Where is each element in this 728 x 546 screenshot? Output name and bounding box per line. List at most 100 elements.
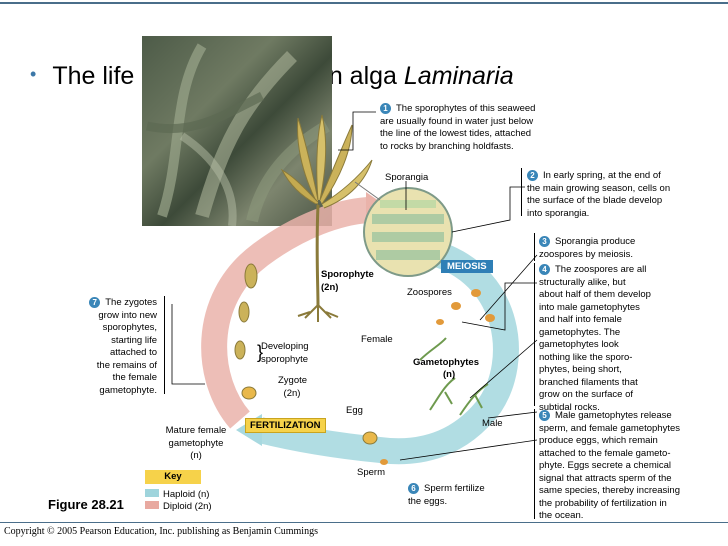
haploid-swatch [145, 489, 159, 497]
step-3-bracket [534, 233, 535, 261]
step-4-line: into male gametophytes [539, 301, 640, 313]
diploid-swatch [145, 501, 159, 509]
mature-female-label: Mature female gametophyte (n) [160, 425, 232, 463]
step-6-line: Sperm fertilize [424, 483, 485, 494]
mature-line: Mature female [165, 425, 227, 436]
key-title: Key [145, 470, 201, 484]
step-7-number: 7 [89, 297, 101, 308]
fertilization-badge: FERTILIZATION [245, 418, 326, 433]
mature-line: (n) [190, 450, 202, 461]
haploid-label: Haploid (n) [163, 489, 210, 500]
male-label: Male [482, 418, 503, 429]
sporophyte-label: Sporophyte [321, 269, 374, 280]
step-6-callout: 6 Sperm fertilize the eggs. [408, 483, 485, 508]
step-4-line: The zoospores are all [555, 264, 647, 275]
step-5-bracket [534, 409, 535, 519]
step-7-line: starting life [111, 334, 157, 346]
diploid-label: Diploid (2n) [163, 501, 212, 512]
mature-line: gametophyte [168, 437, 224, 449]
step-5-line: same species, thereby increasing [539, 485, 680, 496]
heading-italic: Laminaria [403, 62, 514, 90]
sporangia-label: Sporangia [385, 172, 429, 183]
step-6-number: 6 [408, 483, 419, 494]
step-1-line: The sporophytes of this seaweed [396, 103, 536, 114]
step-3-line: zoospores by meiosis. [539, 248, 633, 260]
sporophyte-plant [280, 114, 373, 322]
step-7-line: sporophytes, [102, 322, 157, 333]
haploid-arc [256, 242, 519, 465]
step-5-line: the probability of fertilization in [539, 497, 667, 509]
developing-label: Developing sporophyte [261, 341, 309, 366]
bottom-rule [0, 522, 728, 523]
step-7-line: attached to [109, 347, 157, 358]
step-5-line: attached to the female gameto- [539, 447, 671, 459]
step-5-line: sperm, and female gametophytes [539, 422, 680, 434]
zoospores [436, 289, 495, 325]
developing-sporophyte [234, 263, 258, 360]
step-3-line: Sporangia produce [555, 236, 636, 247]
step-4-line: gametophytes look [539, 339, 619, 350]
gametophytes-ploidy: (n) [443, 369, 456, 380]
step-5-callout: 5 Male gametophytes release sperm, and fe… [539, 410, 680, 523]
gametophytes-label: Gametophytes [413, 357, 479, 368]
step-4-line: grow on the surface of [539, 389, 633, 400]
step-4-line: and half into female [539, 314, 622, 325]
gametophyte-filaments [419, 337, 489, 416]
step-1-number: 1 [380, 103, 391, 114]
step-5-number: 5 [539, 410, 550, 421]
step-7-line: The zygotes [105, 297, 157, 308]
sporangia-magnified [363, 187, 453, 277]
copyright-notice: Copyright © 2005 Pearson Education, Inc.… [4, 526, 318, 537]
step-5-line: signal that attracts sperm of the [539, 472, 672, 484]
step-1-line: to rocks by branching holdfasts. [380, 140, 514, 152]
step-4-line: structurally alike, but [539, 276, 626, 288]
figure-label: Figure 28.21 [48, 497, 124, 512]
step-6-line: the eggs. [408, 495, 448, 507]
step-4-line: gametophytes. The [539, 326, 621, 338]
zygote-cells [241, 386, 388, 465]
step-4-number: 4 [539, 264, 550, 275]
zygote-text: Zygote [278, 375, 308, 386]
egg-label: Egg [346, 405, 363, 416]
meiosis-badge: MEIOSIS [441, 260, 493, 273]
top-rule [0, 2, 728, 4]
key-item-diploid: Diploid (2n) [145, 501, 212, 514]
step-5-line: the ocean. [539, 510, 584, 521]
step-4-line: branched filaments that [539, 376, 638, 388]
zygote-label: Zygote (2n) [278, 375, 308, 400]
step-1-line: are usually found in water just below [380, 115, 534, 127]
step-4-line: subtidal rocks. [539, 401, 600, 413]
step-1-line: the line of the lowest tides, attached [380, 128, 532, 139]
step-7-line: grow into new [98, 309, 157, 321]
step-2-line: the main growing season, cells on [527, 182, 671, 194]
step-5-line: phyte. Eggs secrete a chemical [539, 460, 672, 471]
step-5-line: Male gametophytes release [555, 410, 672, 421]
step-5-line: produce eggs, which remain [539, 435, 658, 446]
step-2-bracket [521, 168, 522, 216]
step-7-bracket [163, 296, 165, 394]
developing-brace: } [257, 342, 264, 362]
bullet: • [30, 64, 37, 84]
zoospores-label: Zoospores [407, 287, 452, 298]
step-7-line: the female [112, 372, 157, 383]
key-item-haploid: Haploid (n) [145, 489, 209, 502]
step-1-callout: 1 The sporophytes of this seaweed are usu… [380, 103, 535, 153]
leader-lines [171, 111, 538, 461]
zygote-ploidy: (2n) [283, 387, 301, 399]
sporophyte-ploidy: (2n) [321, 282, 339, 293]
step-2-callout: 2 In early spring, at the end of the main… [527, 170, 670, 220]
step-2-line: In early spring, at the end of [543, 170, 661, 181]
step-4-line: nothing like the sporo- [539, 351, 633, 363]
developing-line: Developing [261, 341, 309, 352]
step-7-line: the remains of [96, 359, 157, 371]
step-4-line: about half of them develop [539, 289, 651, 300]
step-2-number: 2 [527, 170, 538, 181]
step-4-callout: 4 The zoospores are all structurally alik… [539, 264, 651, 414]
step-2-line: into sporangia. [527, 207, 590, 219]
female-label: Female [361, 334, 393, 345]
step-7-line: gametophyte. [99, 384, 157, 396]
sperm-label: Sperm [357, 467, 385, 478]
